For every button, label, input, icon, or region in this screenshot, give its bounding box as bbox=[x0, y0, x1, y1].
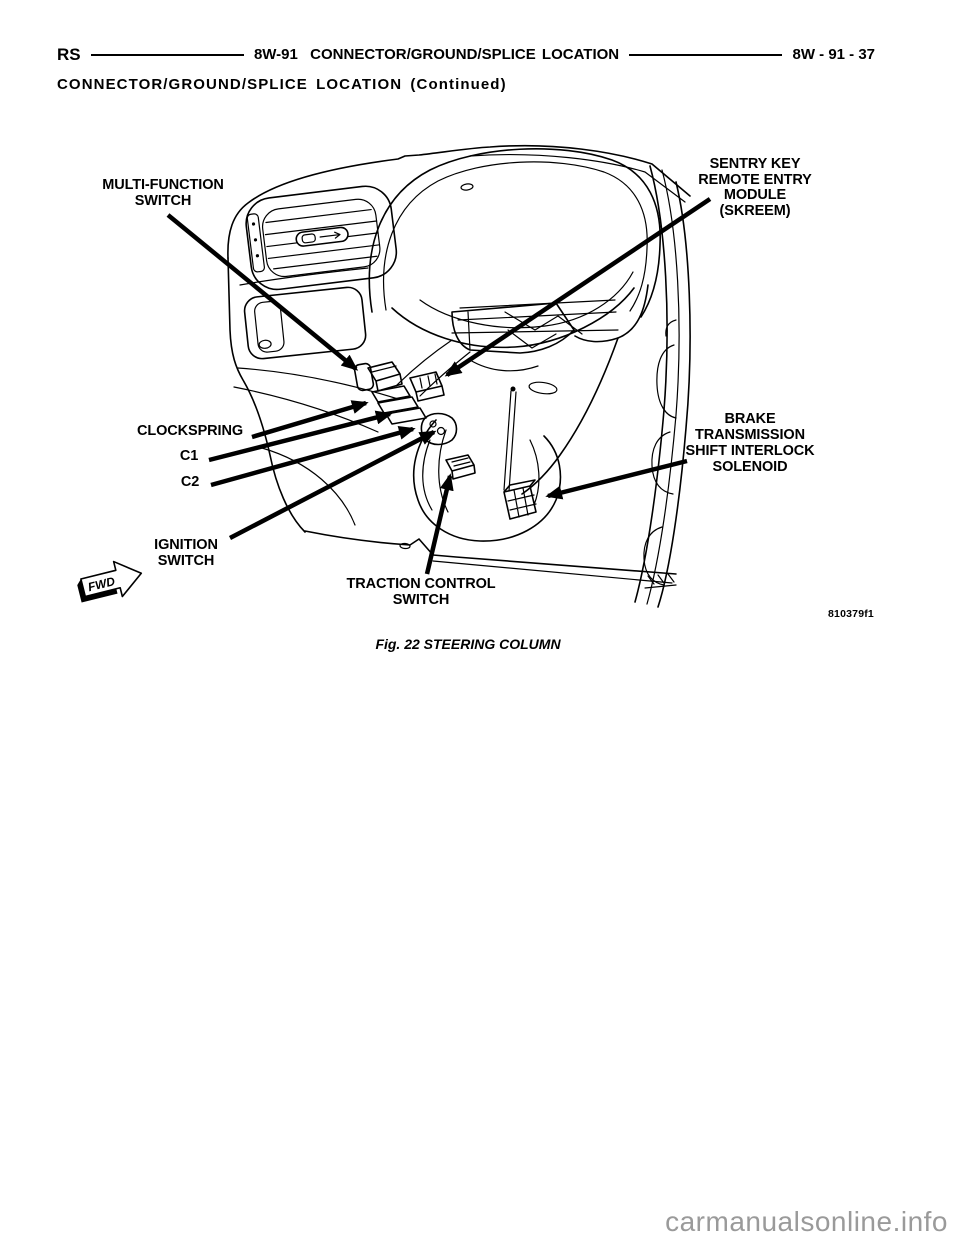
connector-stack bbox=[353, 361, 445, 425]
callout-arrows bbox=[166, 197, 712, 575]
multi-function-switch-arrow bbox=[166, 213, 359, 371]
label-ignition-switch: IGNITION SWITCH bbox=[154, 537, 218, 569]
instrument-cluster-hood bbox=[368, 148, 661, 372]
ignition-switch-arrow bbox=[228, 430, 437, 540]
label-c1: C1 bbox=[179, 448, 199, 464]
fwd-direction-arrow: FWD bbox=[77, 560, 143, 603]
traction-control-switch-drawing bbox=[445, 454, 476, 480]
steering-column-assembly bbox=[395, 302, 575, 542]
site-watermark: carmanualsonline.info bbox=[665, 1206, 948, 1237]
left-trim-panel bbox=[233, 286, 399, 526]
c2-arrow bbox=[210, 425, 416, 488]
label-multi-function-switch: MULTI-FUNCTION SWITCH bbox=[102, 177, 224, 209]
section-subtitle: CONNECTOR/GROUND/SPLICE LOCATION (Contin… bbox=[57, 76, 507, 93]
label-btsi-solenoid: BRAKE TRANSMISSION SHIFT INTERLOCK SOLEN… bbox=[685, 411, 815, 475]
instrument-panel-beam bbox=[451, 284, 649, 495]
a-pillar-door-trim bbox=[634, 165, 691, 608]
header-rule-left bbox=[90, 53, 244, 57]
section-title: 8W-91 CONNECTOR/GROUND/SPLICE LOCATION bbox=[253, 46, 620, 63]
page-header: RS 8W-91 CONNECTOR/GROUND/SPLICE LOCATIO… bbox=[57, 45, 875, 65]
page-reference: 8W - 91 - 37 bbox=[792, 46, 876, 63]
skreem-arrow bbox=[444, 197, 712, 377]
label-c2: C2 bbox=[180, 474, 200, 490]
header-rule-right bbox=[629, 53, 783, 57]
label-traction-control: TRACTION CONTROL SWITCH bbox=[346, 576, 496, 608]
figure-caption: Fig. 22 STEERING COLUMN bbox=[375, 636, 561, 652]
fwd-label: FWD bbox=[86, 574, 116, 594]
label-skreem: SENTRY KEY REMOTE ENTRY MODULE (SKREEM) bbox=[698, 156, 812, 219]
btsi-solenoid-arrow bbox=[545, 458, 688, 500]
dashboard-outline bbox=[227, 144, 691, 584]
steering-column-diagram: FWD bbox=[77, 144, 712, 608]
figure-id: 810379f1 bbox=[828, 608, 874, 620]
label-clockspring: CLOCKSPRING bbox=[136, 423, 244, 439]
air-vent bbox=[245, 185, 398, 291]
c1-arrow bbox=[208, 410, 393, 463]
clockspring-arrow bbox=[251, 400, 369, 440]
btsi-solenoid-drawing bbox=[503, 386, 537, 520]
traction-control-arrow bbox=[424, 473, 454, 575]
model-code: RS bbox=[57, 45, 81, 64]
